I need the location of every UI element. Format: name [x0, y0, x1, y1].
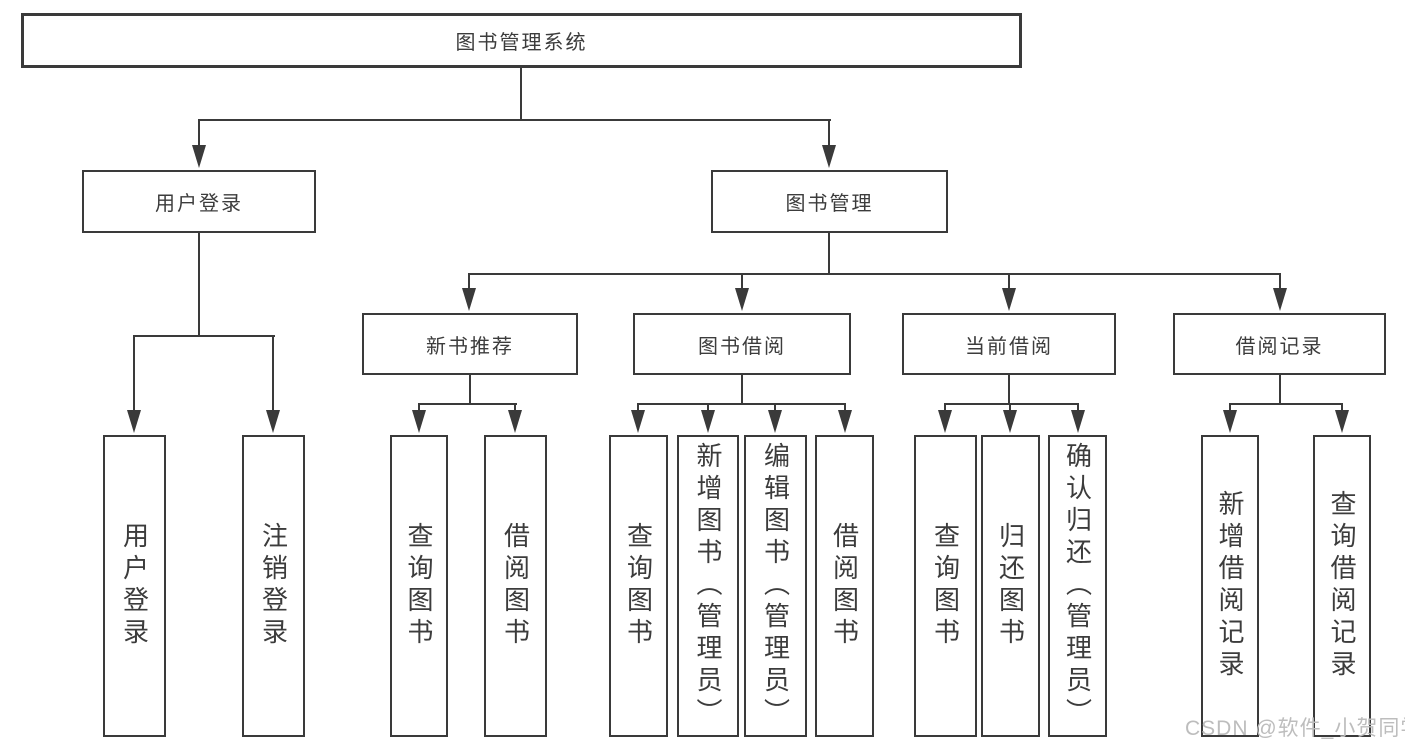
node-confirm-return-admin: 确认归还（管理员）	[1048, 435, 1107, 737]
connector-line	[198, 119, 831, 121]
arrowhead-icon	[192, 145, 206, 168]
connector-line	[469, 375, 471, 405]
node-label: 图书管理	[785, 193, 874, 215]
node-library-management-system: 图书管理系统	[21, 13, 1022, 68]
node-label: 借阅图书	[500, 522, 531, 650]
connector-line	[1009, 403, 1011, 412]
arrowhead-icon	[735, 288, 749, 311]
arrowhead-icon	[266, 410, 280, 433]
arrowhead-icon	[822, 145, 836, 168]
connector-line	[468, 273, 1281, 275]
node-label: 归还图书	[995, 522, 1026, 650]
node-label: 查询图书	[623, 522, 654, 650]
connector-line	[828, 233, 830, 275]
connector-line	[520, 68, 522, 120]
arrowhead-icon	[1071, 410, 1085, 433]
arrowhead-icon	[412, 410, 426, 433]
node-label: 新增借阅记录	[1215, 490, 1245, 682]
arrowhead-icon	[768, 410, 782, 433]
node-label: 注销登录	[258, 522, 289, 650]
connector-line	[828, 119, 830, 147]
node-return-book: 归还图书	[981, 435, 1040, 737]
connector-line	[133, 335, 135, 412]
node-search-books-recommend: 查询图书	[390, 435, 448, 737]
node-add-borrow-record: 新增借阅记录	[1201, 435, 1259, 737]
connector-line	[1279, 375, 1281, 405]
node-book-borrowing: 图书借阅	[633, 313, 851, 375]
node-borrow-books-recommend: 借阅图书	[484, 435, 547, 737]
node-label: 查询图书	[404, 522, 434, 650]
csdn-watermark: CSDN @软件_小贺同学	[1185, 717, 1405, 740]
connector-line	[418, 403, 420, 412]
arrowhead-icon	[701, 410, 715, 433]
connector-line	[1229, 403, 1343, 405]
node-label: 确认归还（管理员）	[1062, 442, 1093, 730]
connector-line	[198, 233, 200, 337]
node-user-login-action: 用户登录	[103, 435, 166, 737]
arrowhead-icon	[1335, 410, 1349, 433]
node-search-borrow-record: 查询借阅记录	[1313, 435, 1371, 737]
connector-line	[637, 403, 639, 412]
connector-line	[468, 273, 470, 290]
arrowhead-icon	[631, 410, 645, 433]
arrowhead-icon	[1223, 410, 1237, 433]
connector-line	[944, 403, 946, 412]
node-add-book-admin: 新增图书（管理员）	[677, 435, 739, 737]
connector-line	[774, 403, 776, 412]
node-label: 查询图书	[930, 522, 961, 650]
node-edit-book-admin: 编辑图书（管理员）	[744, 435, 807, 737]
arrowhead-icon	[838, 410, 852, 433]
connector-line	[1279, 273, 1281, 290]
node-label: 图书管理系统	[455, 32, 588, 54]
connector-line	[741, 375, 743, 405]
connector-line	[418, 403, 517, 405]
connector-line	[1229, 403, 1231, 412]
connector-line	[198, 119, 200, 147]
connector-line	[637, 403, 846, 405]
node-label: 查询借阅记录	[1327, 490, 1357, 682]
connector-line	[741, 273, 743, 290]
node-label: 新书推荐	[426, 335, 514, 358]
connector-line	[707, 403, 709, 412]
node-borrow-books-borrowing: 借阅图书	[815, 435, 874, 737]
connector-line	[133, 335, 275, 337]
arrowhead-icon	[462, 288, 476, 311]
node-user-login: 用户登录	[82, 170, 316, 233]
arrowhead-icon	[1273, 288, 1287, 311]
node-label: 借阅记录	[1235, 335, 1324, 358]
node-label: 用户登录	[119, 522, 150, 650]
node-search-books-borrowing: 查询图书	[609, 435, 668, 737]
node-current-borrowing: 当前借阅	[902, 313, 1116, 375]
node-label: 新增图书（管理员）	[693, 442, 723, 730]
node-borrowing-records: 借阅记录	[1173, 313, 1386, 375]
node-label: 编辑图书（管理员）	[760, 442, 791, 730]
connector-line	[844, 403, 846, 412]
connector-line	[944, 403, 1079, 405]
arrowhead-icon	[1002, 288, 1016, 311]
node-logout: 注销登录	[242, 435, 305, 737]
connector-line	[1008, 375, 1010, 405]
node-label: 用户登录	[155, 193, 243, 215]
arrowhead-icon	[508, 410, 522, 433]
arrowhead-icon	[1003, 410, 1017, 433]
connector-line	[514, 403, 516, 412]
connector-line	[1341, 403, 1343, 412]
arrowhead-icon	[127, 410, 141, 433]
arrowhead-icon	[938, 410, 952, 433]
connector-line	[272, 335, 274, 412]
connector-line	[1008, 273, 1010, 290]
node-label: 当前借阅	[965, 335, 1053, 358]
node-book-management: 图书管理	[711, 170, 948, 233]
node-search-books-current: 查询图书	[914, 435, 977, 737]
node-new-book-recommendation: 新书推荐	[362, 313, 578, 375]
node-label: 图书借阅	[698, 335, 786, 358]
connector-line	[1077, 403, 1079, 412]
node-label: 借阅图书	[829, 522, 860, 650]
